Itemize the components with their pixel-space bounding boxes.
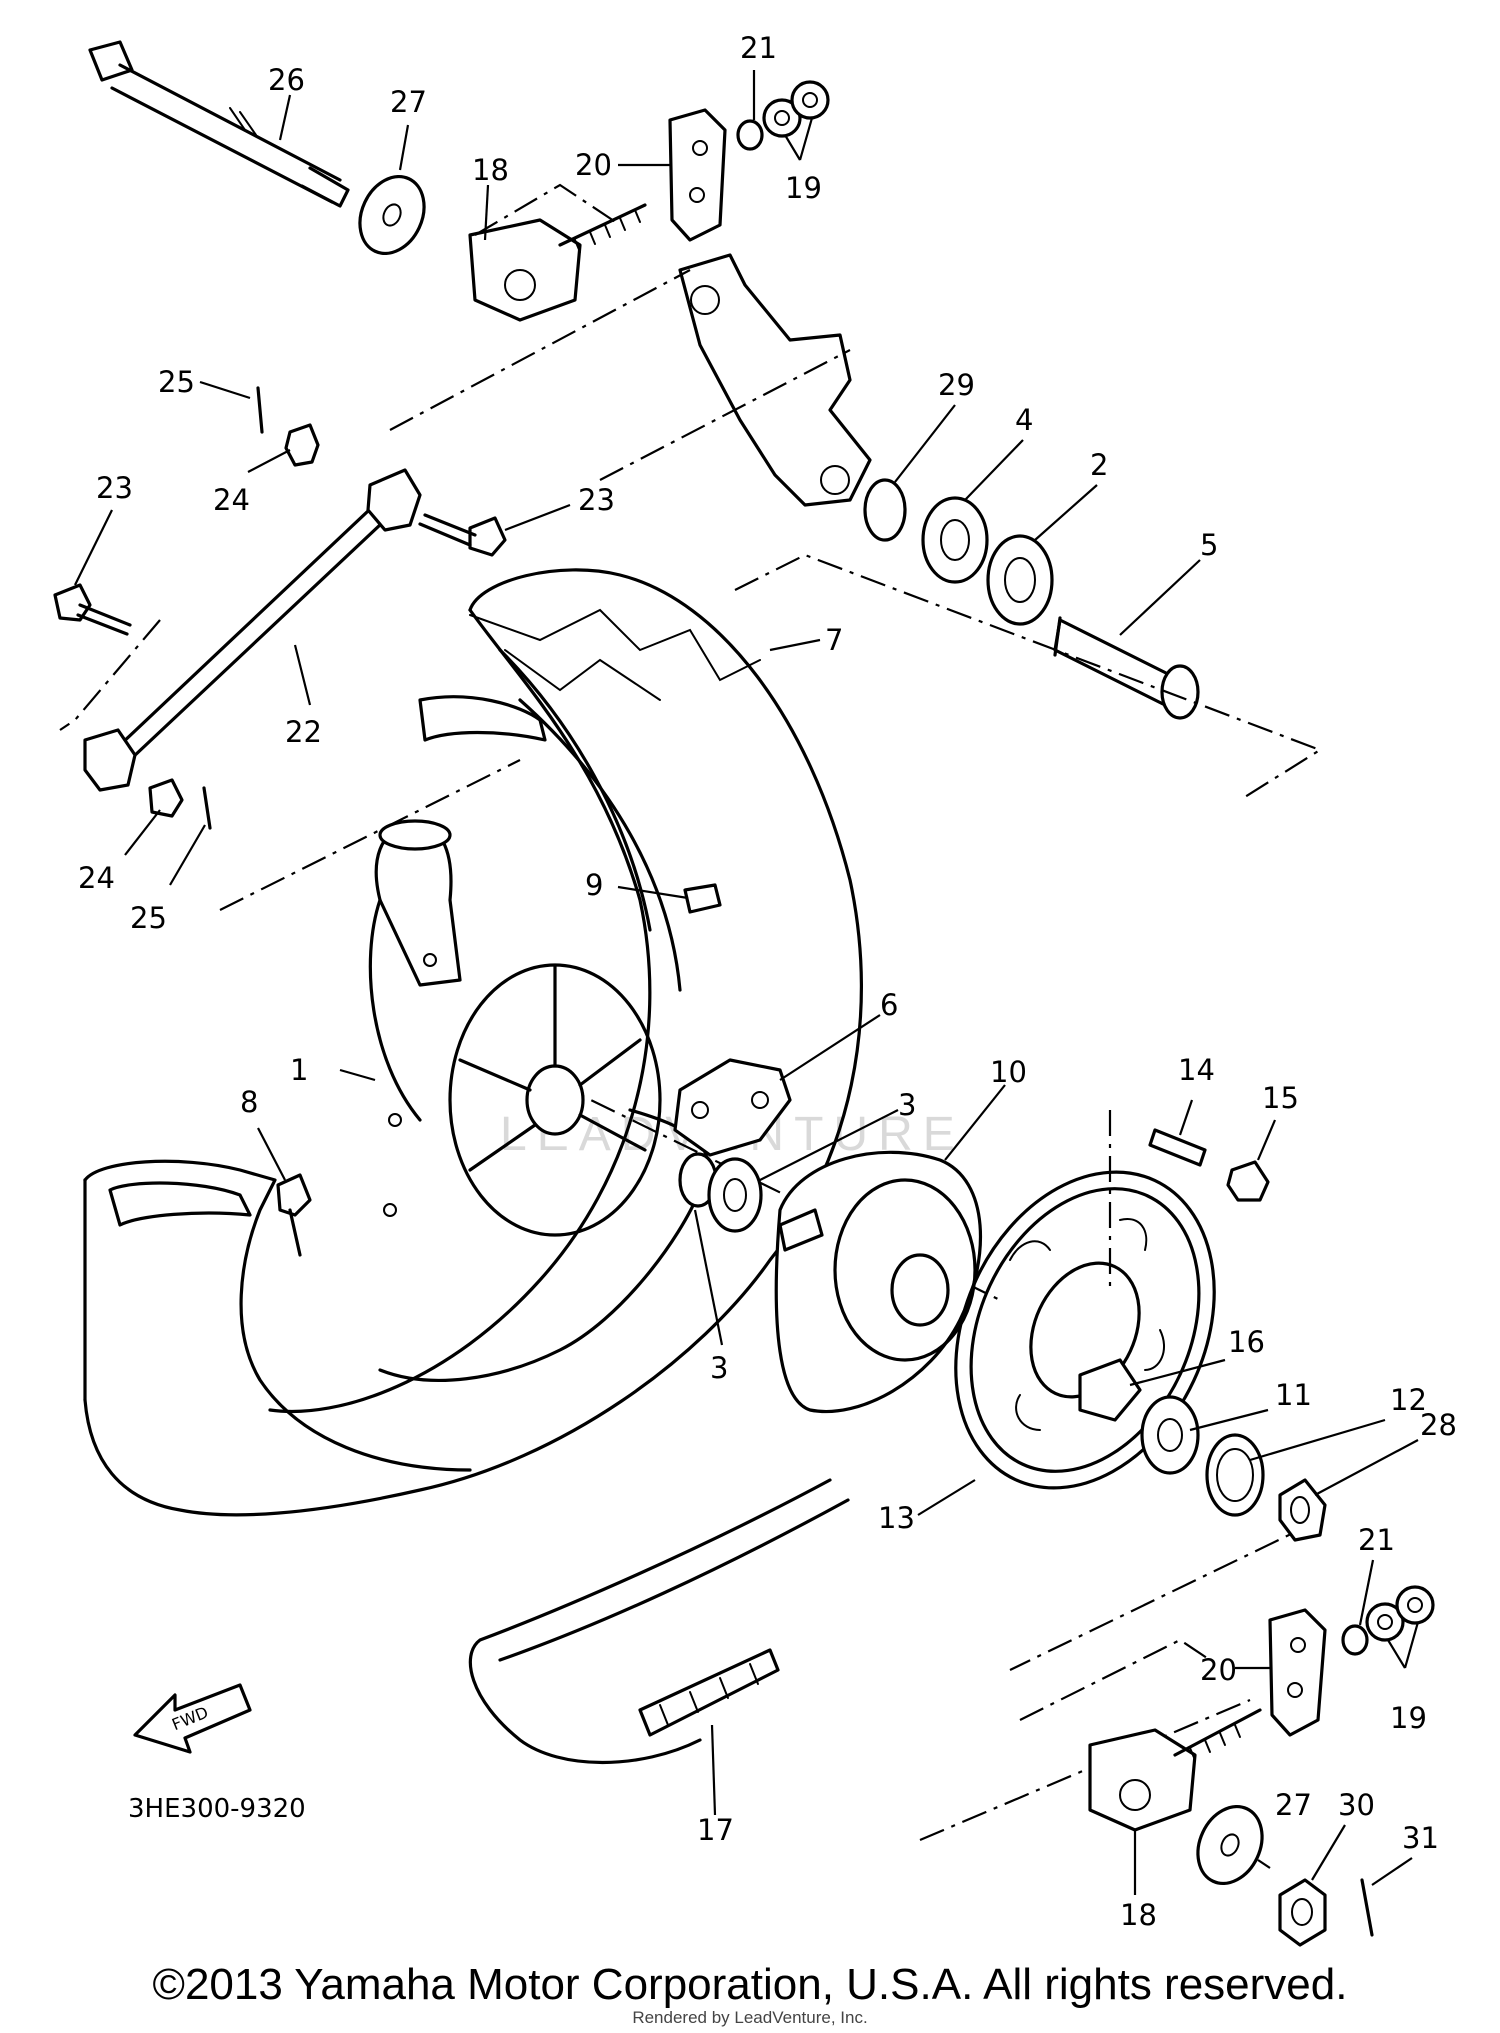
callout-27: 27 [390,85,427,119]
part-code: 3HE300-9320 [128,1794,306,1824]
callout-15: 15 [1262,1081,1299,1115]
callout-28: 28 [1420,1408,1457,1442]
callout-12: 12 [1390,1383,1427,1417]
callout-23: 23 [578,483,615,517]
callout-21: 21 [740,31,777,65]
callout-3: 3 [898,1088,916,1122]
copyright-notice: ©2013 Yamaha Motor Corporation, U.S.A. A… [152,1960,1348,2009]
sprocket-bearings-and-seals [1078,1358,1327,1542]
wheel-and-tire [83,568,863,1517]
callout-18: 18 [472,153,509,187]
callout-7: 7 [825,623,843,657]
drive-chain [468,1478,850,1764]
callout-31: 31 [1402,1821,1439,1855]
washer-bottom [1196,1804,1264,1886]
adjuster-plate-bottom [1268,1608,1327,1737]
sprocket-hub [774,1150,982,1414]
callout-21: 21 [1358,1523,1395,1557]
callout-4: 4 [1015,403,1033,437]
balance-weight [683,883,722,914]
callout-11: 11 [1275,1378,1312,1412]
fwd-arrow-icon: FWD [133,1683,252,1754]
callout-6: 6 [880,988,898,1022]
leader-lines [74,70,1420,1895]
callout-22: 22 [285,715,322,749]
callout-3: 3 [710,1351,728,1385]
bearing-right [707,1157,763,1233]
adjuster-rod [83,468,422,792]
callout-2: 2 [1090,448,1108,482]
callout-16: 16 [1228,1325,1265,1359]
callout-27: 27 [1275,1788,1312,1822]
adjuster-plate-top [668,108,727,242]
callout-24: 24 [213,483,250,517]
spacer-tube [1053,616,1200,720]
callout-29: 29 [938,368,975,402]
callout-20: 20 [575,148,612,182]
callout-5: 5 [1200,528,1218,562]
rear-sprocket [954,1170,1216,1490]
washer-nuts-bottom [1341,1585,1435,1656]
callout-24: 24 [78,861,115,895]
callout-25: 25 [158,365,195,399]
callout-23: 23 [96,471,133,505]
washer-top [358,174,426,256]
rendered-by-credit: Rendered by LeadVenture, Inc. [632,2008,868,2027]
brake-caliper-mount [673,1058,792,1157]
callout-8: 8 [240,1085,258,1119]
caliper-bracket [678,253,872,507]
cotter-pin [1360,1878,1374,1937]
callout-19: 19 [1390,1701,1427,1735]
axle-nut [1278,1878,1327,1947]
wheel-hub [368,819,709,1383]
callout-17: 17 [697,1813,734,1847]
axle [88,40,350,208]
washer-nuts-top [736,80,830,151]
callout-26: 26 [268,63,305,97]
callout-25: 25 [130,901,167,935]
callout-labels: 26 27 18 20 21 19 25 24 23 23 29 4 2 5 7… [78,31,1457,1932]
callout-14: 14 [1178,1053,1215,1087]
stud-and-nut [1148,1128,1270,1202]
assembly-lines [59,269,1323,1842]
chain-adjuster-top [468,183,647,322]
callout-30: 30 [1338,1788,1375,1822]
callout-10: 10 [990,1055,1027,1089]
callout-1: 1 [290,1053,308,1087]
callout-19: 19 [785,171,822,205]
callout-18: 18 [1120,1898,1157,1932]
collar-seal-bearing [863,478,1054,626]
hardware-small [53,386,507,830]
chain-adjuster-bottom [1088,1708,1262,1832]
callout-13: 13 [878,1501,915,1535]
callout-9: 9 [585,868,603,902]
tire-valve [276,1173,312,1257]
callout-20: 20 [1200,1653,1237,1687]
